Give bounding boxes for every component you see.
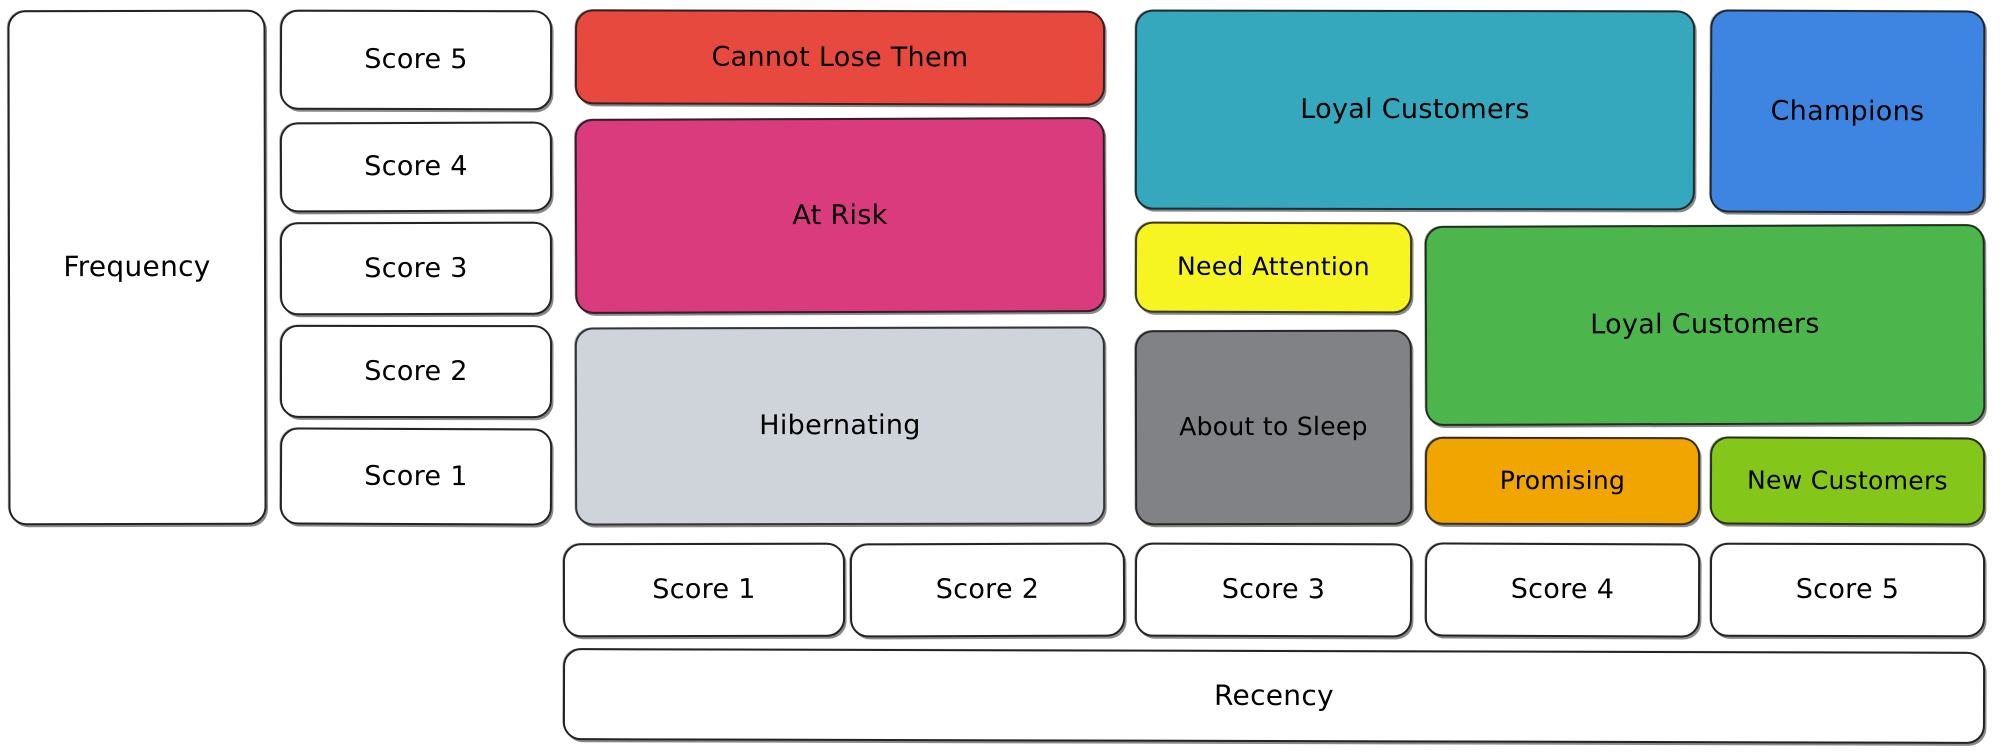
segment-promising[interactable]: Promising (1424, 436, 1701, 526)
segment-about-to-sleep[interactable]: About to Sleep (1134, 329, 1413, 526)
recency-score-5[interactable]: Score 5 (1709, 542, 1986, 638)
segment-loyal-customers-green[interactable]: Loyal Customers (1424, 224, 1986, 426)
recency-score-4[interactable]: Score 4 (1424, 542, 1701, 638)
frequency-score-4[interactable]: Score 4 (279, 121, 553, 213)
segment-need-attention[interactable]: Need Attention (1134, 221, 1413, 314)
segment-new-customers[interactable]: New Customers (1709, 436, 1986, 526)
recency-score-1[interactable]: Score 1 (562, 542, 846, 638)
frequency-score-5[interactable]: Score 5 (279, 9, 553, 111)
frequency-axis-label: Frequency (7, 9, 267, 526)
recency-score-3[interactable]: Score 3 (1134, 542, 1413, 638)
frequency-score-3[interactable]: Score 3 (279, 221, 553, 316)
frequency-score-1[interactable]: Score 1 (279, 427, 553, 526)
segment-champions[interactable]: Champions (1709, 9, 1986, 214)
segment-at-risk[interactable]: At Risk (574, 117, 1106, 314)
segment-hibernating[interactable]: Hibernating (574, 326, 1106, 526)
segment-loyal-customers-teal[interactable]: Loyal Customers (1134, 9, 1696, 211)
recency-score-2[interactable]: Score 2 (849, 542, 1126, 638)
recency-axis-label: Recency (562, 648, 1986, 744)
segment-cannot-lose-them[interactable]: Cannot Lose Them (574, 9, 1106, 106)
frequency-score-2[interactable]: Score 2 (279, 324, 553, 419)
